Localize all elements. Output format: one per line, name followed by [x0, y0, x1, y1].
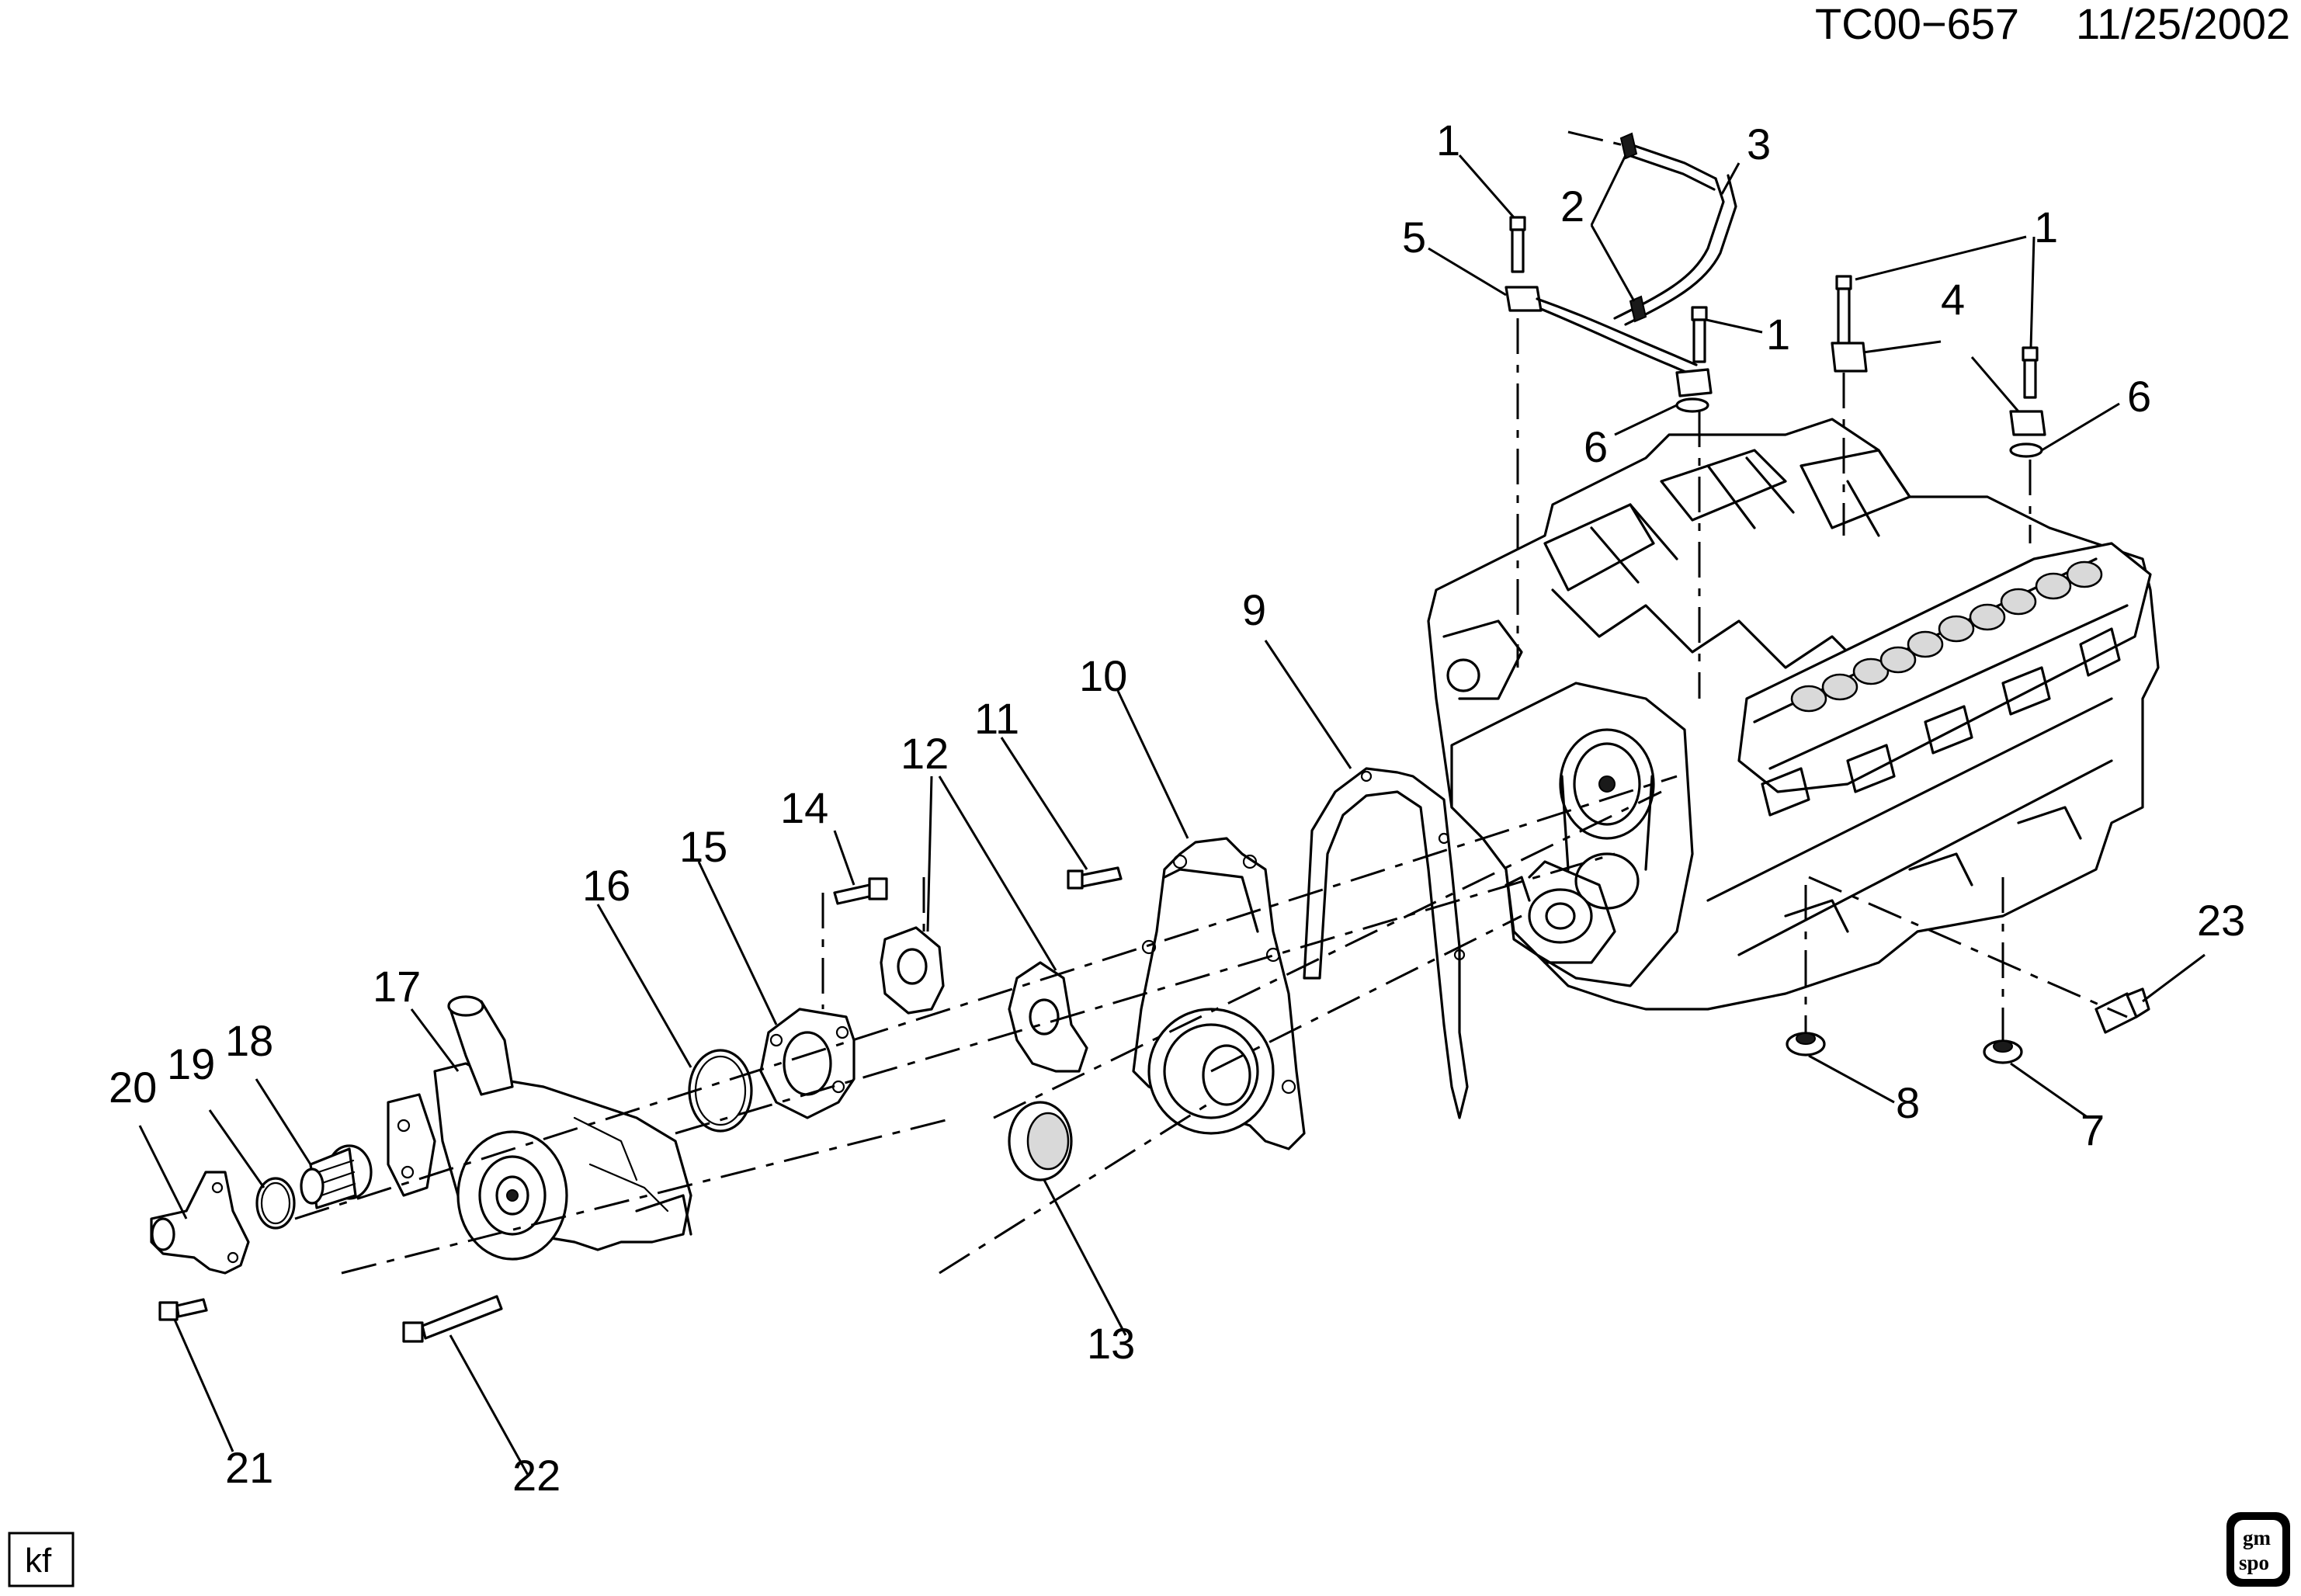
part-11-bolt — [1067, 866, 1123, 890]
callout-19: 19 — [167, 1039, 215, 1088]
corner-badge: kf — [8, 1532, 75, 1587]
callout-17: 17 — [373, 962, 421, 1011]
callout-1: 1 — [1436, 116, 1460, 165]
part-13-crankshaft-front-seal — [1008, 1101, 1073, 1181]
callout-5: 5 — [1402, 213, 1426, 262]
callout-leader-lines — [138, 154, 2206, 1476]
callout-18: 18 — [225, 1016, 273, 1065]
callout-10: 10 — [1079, 651, 1127, 700]
callout-6: 6 — [1584, 422, 1608, 471]
callout-14: 14 — [780, 783, 828, 832]
part-6-gasket-b — [2009, 442, 2043, 458]
drawing-id: TC00−657 — [1815, 0, 2019, 48]
part-2-clip-b — [1629, 295, 1647, 323]
part-17-water-pump — [387, 995, 692, 1261]
callout-3: 3 — [1747, 120, 1771, 168]
callout-20: 20 — [109, 1063, 157, 1112]
part-20-water-inlet-housing — [150, 1171, 250, 1275]
part-1-bolt-d — [2022, 346, 2039, 399]
callout-12: 12 — [901, 729, 949, 778]
part-1-bolt-a — [1509, 216, 1526, 273]
part-18-thermostat — [300, 1144, 373, 1209]
callout-8: 8 — [1896, 1078, 1920, 1127]
part-4-bracket-b — [2009, 410, 2046, 436]
part-8-plug — [1786, 1032, 1826, 1056]
callout-2: 2 — [1560, 182, 1584, 231]
part-12-gasket — [1008, 961, 1088, 1073]
part-19-thermostat-seal — [255, 1177, 296, 1230]
callout-4: 4 — [1941, 275, 1965, 324]
part-7-plug — [1983, 1039, 2023, 1064]
callout-9: 9 — [1242, 585, 1266, 634]
engine-block-assembly — [1427, 418, 2160, 1011]
callout-13: 13 — [1087, 1319, 1135, 1368]
alignment-centerlines — [294, 130, 2128, 1275]
part-4-bracket-a — [1831, 342, 1868, 373]
part-10-engine-front-cover — [1132, 837, 1306, 1150]
callout-15: 15 — [679, 822, 727, 871]
part-6-gasket-a — [1675, 397, 1709, 413]
callout-1: 1 — [1766, 310, 1790, 359]
corner-badge-label: kf — [25, 1542, 52, 1580]
callout-22: 22 — [512, 1451, 560, 1500]
part-14-stud-bolt — [833, 877, 888, 905]
part-2-clip-a — [1619, 132, 1638, 160]
callout-6: 6 — [2127, 372, 2151, 421]
callout-11: 11 — [974, 694, 1019, 743]
gm-spo-logo: gm spo — [2226, 1512, 2290, 1587]
part-5-bracket — [1504, 286, 1543, 312]
part-21-bolt — [158, 1298, 208, 1321]
callout-7: 7 — [2081, 1105, 2105, 1154]
callout-16: 16 — [582, 861, 630, 910]
part-1-bolt-c — [1835, 275, 1852, 348]
part-9-front-cover-gasket — [1303, 767, 1469, 1119]
callout-23: 23 — [2197, 896, 2245, 945]
drawing-date: 11/25/2002 — [2076, 0, 2290, 48]
callout-21: 21 — [225, 1443, 273, 1492]
part-23-sensor — [2094, 987, 2150, 1034]
valve-springs — [1790, 560, 2103, 713]
callout-numbers: 1 2 3 5 1 1 4 6 6 9 10 11 12 14 15 16 17… — [109, 116, 2245, 1500]
coolant-bypass-pipe-assembly — [1504, 132, 2046, 458]
part-15-water-pump-gasket — [759, 1008, 856, 1119]
callout-1: 1 — [2034, 203, 2058, 252]
part-22-long-bolt — [402, 1295, 503, 1343]
logo-line-2: spo — [2239, 1551, 2269, 1574]
logo-line-1: gm — [2243, 1526, 2272, 1549]
part-1-bolt-b — [1691, 306, 1708, 363]
water-pump-gasket-upper — [880, 926, 945, 1015]
